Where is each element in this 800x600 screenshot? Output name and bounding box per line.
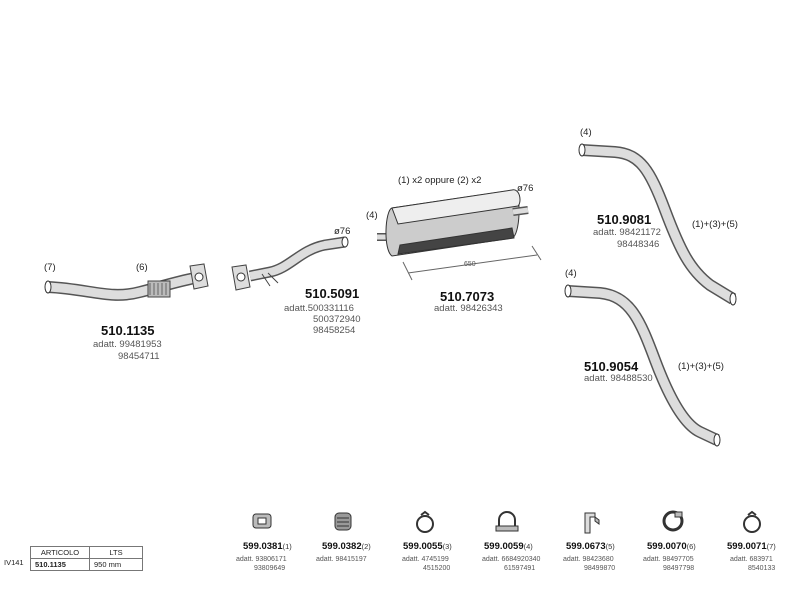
accessory-code: 599.0381	[243, 541, 283, 552]
clamp-icon	[743, 510, 761, 533]
table-header-cell: ARTICOLO	[30, 546, 90, 559]
accessory-adatt: 98499870	[584, 565, 616, 572]
intermediate-pipe-adatt-2: 500372940	[313, 314, 361, 325]
tail-pipe-b-adatt: adatt. 98488530	[584, 373, 653, 384]
front-pipe-code: 510.1135	[101, 323, 155, 338]
accessory-adatt: adatt. 98423680	[563, 556, 614, 563]
accessory-adatt: 61597491	[504, 565, 536, 572]
silencer-adatt: adatt. 98426343	[434, 303, 503, 314]
rubber-mount-icon	[334, 512, 352, 531]
u-clamp-icon	[495, 511, 519, 532]
rubber-mount-icon	[252, 513, 272, 529]
tail-pipe-a-adatt-1: adatt. 98421172	[593, 227, 661, 238]
accessory-adatt: adatt. 683971	[730, 556, 773, 563]
silencer-diameter: ø76	[517, 183, 534, 194]
accessory-adatt: adatt. 4745199	[402, 556, 449, 563]
tail-pipe-a-adatt-2: 98448346	[617, 239, 660, 250]
silencer-code: 510.7073	[440, 289, 495, 304]
accessory-adatt: 98497798	[663, 565, 695, 572]
accessory-adatt: adatt. 6684920340	[482, 556, 541, 563]
accessory-num: (6)	[686, 542, 696, 551]
accessory-adatt: adatt. 98415197	[316, 556, 367, 563]
accessory-adatt: 93809649	[254, 565, 286, 572]
table-row: 510.1135 950 mm	[30, 558, 143, 571]
accessory-num: (1)	[282, 542, 292, 551]
accessory-code: 599.0382	[322, 541, 362, 552]
tail-pipe-a-label-4: (4)	[580, 127, 592, 138]
accessory-adatt: adatt. 98497705	[643, 556, 694, 563]
accessory-adatt: adatt. 93806171	[236, 556, 287, 563]
accessory-adatt: 8540133	[748, 565, 776, 572]
front-pipe-drawing	[44, 263, 209, 301]
silencer-length: 650	[464, 261, 476, 268]
accessory-code: 599.0071	[727, 541, 767, 552]
article-table: ARTICOLO LTS 510.1135 950 mm	[30, 546, 143, 571]
front-pipe-adatt-1: adatt. 99481953	[93, 339, 162, 350]
clamp-icon	[416, 510, 434, 533]
front-pipe-label-6: (6)	[136, 262, 148, 273]
accessory-code: 599.0673	[566, 541, 606, 552]
intermediate-pipe-adatt-1: adatt.500331116	[284, 303, 354, 314]
accessory-num: (7)	[766, 542, 776, 551]
tail-pipe-b-accessories: (1)+(3)+(5)	[678, 361, 724, 372]
accessory-num: (5)	[605, 542, 615, 551]
table-cell: 510.1135	[30, 558, 90, 571]
intermediate-pipe-drawing	[231, 236, 349, 291]
tail-pipe-b-label-4: (4)	[565, 268, 577, 279]
tail-pipe-b-drawing	[564, 284, 721, 447]
intermediate-pipe-diameter: ø76	[334, 226, 351, 237]
accessory-code: 599.0059	[484, 541, 524, 552]
accessory-num: (2)	[361, 542, 371, 551]
tail-pipe-a-accessories: (1)+(3)+(5)	[692, 219, 738, 230]
silencer-drawing	[377, 189, 542, 281]
accessory-adatt: 4515200	[423, 565, 451, 572]
tail-pipe-a-code: 510.9081	[597, 212, 652, 227]
accessory-num: (4)	[523, 542, 533, 551]
accessory-num: (3)	[442, 542, 452, 551]
bracket-icon	[584, 512, 600, 534]
intermediate-pipe-code: 510.5091	[305, 286, 360, 301]
table-side-label: IV141	[4, 558, 24, 567]
table-header-row: ARTICOLO LTS	[30, 546, 143, 559]
silencer-note: (1) x2 oppure (2) x2	[398, 175, 482, 186]
tail-pipe-b-code: 510.9054	[584, 359, 639, 374]
intermediate-pipe-adatt-3: 98458254	[313, 325, 356, 336]
tail-pipe-a-drawing	[578, 143, 737, 306]
front-pipe-label-7: (7)	[44, 262, 56, 273]
front-pipe-adatt-2: 98454711	[118, 351, 160, 362]
band-clamp-icon	[662, 510, 684, 532]
table-header-cell: LTS	[89, 546, 143, 559]
silencer-label-4: (4)	[366, 210, 378, 221]
accessory-code: 599.0070	[647, 541, 687, 552]
accessory-code: 599.0055	[403, 541, 443, 552]
table-cell: 950 mm	[89, 558, 143, 571]
